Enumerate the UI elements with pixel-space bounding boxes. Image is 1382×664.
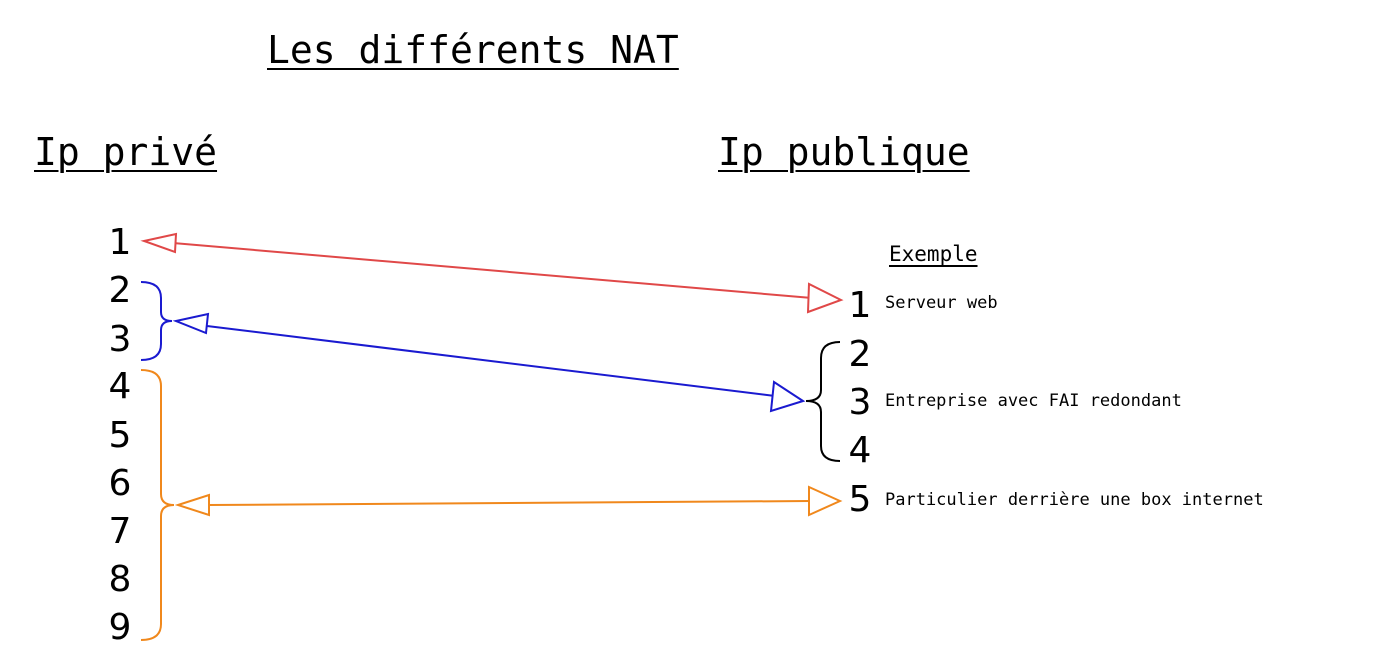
example-company-redundant-isp: Entreprise avec FAI redondant <box>885 391 1182 411</box>
many-to-many-mapping <box>140 281 806 413</box>
private-range-bracket-orange <box>140 369 175 641</box>
private-ip-number: 8 <box>108 559 132 600</box>
example-heading: Exemple <box>889 242 978 266</box>
public-ip-number: 5 <box>848 479 872 520</box>
private-ip-number: 4 <box>108 366 132 407</box>
private-ip-number: 9 <box>108 607 132 648</box>
one-to-one-arrow-line <box>172 242 813 299</box>
many-to-many-arrow-line <box>206 325 776 397</box>
public-range-bracket <box>805 341 841 462</box>
private-ip-number: 7 <box>108 511 132 552</box>
public-ip-number: 1 <box>848 285 872 326</box>
private-ip-number: 1 <box>108 222 132 263</box>
private-ip-number: 5 <box>108 415 132 456</box>
private-range-bracket-blue <box>140 281 173 361</box>
one-to-one-mapping <box>140 232 844 314</box>
one-to-one-arrowhead-left <box>140 232 178 254</box>
many-to-many-arrowhead-right <box>769 380 806 413</box>
many-to-one-arrowhead-right <box>808 485 843 517</box>
private-ip-number: 3 <box>108 319 132 360</box>
private-ip-number: 2 <box>108 270 132 311</box>
one-to-one-arrowhead-right <box>806 282 844 314</box>
public-ip-heading: Ip publique <box>718 130 970 174</box>
many-to-one-arrowhead-left <box>174 493 210 517</box>
many-to-many-arrowhead-left <box>172 312 210 335</box>
page-title: Les différents NAT <box>267 28 679 72</box>
many-to-one-mapping <box>140 369 843 641</box>
public-ip-number: 2 <box>848 334 872 375</box>
many-to-one-arrow-line <box>207 500 811 506</box>
public-ip-number: 3 <box>848 382 872 423</box>
public-ip-number: 4 <box>848 430 872 471</box>
private-ip-heading: Ip privé <box>34 130 218 174</box>
example-home-internet-box: Particulier derrière une box internet <box>885 490 1264 510</box>
private-ip-number: 6 <box>108 463 132 504</box>
example-web-server: Serveur web <box>885 293 998 313</box>
